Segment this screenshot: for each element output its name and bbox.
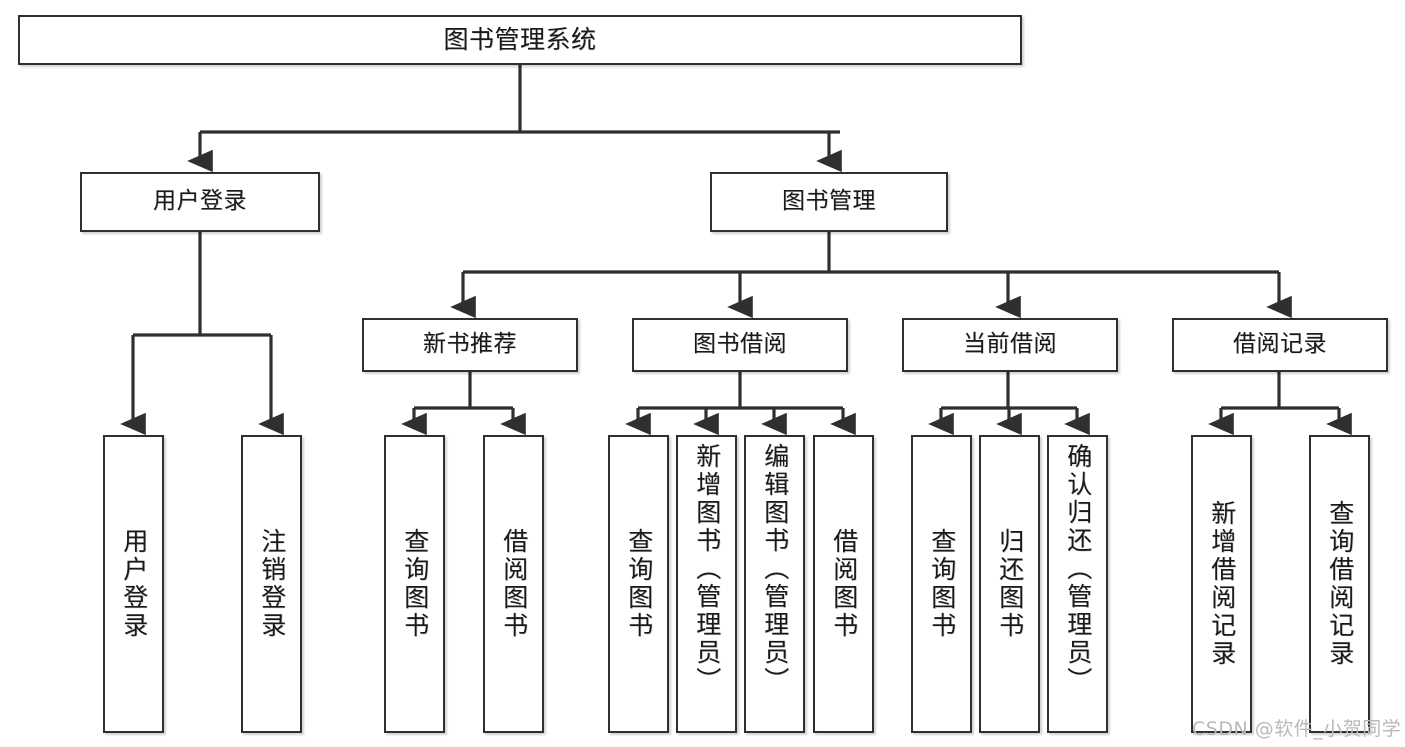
node-book-management[interactable]: 图书管理 bbox=[710, 172, 948, 232]
node-label: 注销登录 bbox=[257, 528, 287, 640]
node-label: 当前借阅 bbox=[963, 331, 1057, 358]
node-label: 图书管理系统 bbox=[443, 25, 597, 54]
node-label: 编辑图书（管理员） bbox=[760, 443, 790, 695]
node-leaf-add-book-admin[interactable]: 新增图书（管理员） bbox=[676, 435, 737, 733]
node-leaf-query-borrow-record[interactable]: 查询借阅记录 bbox=[1309, 435, 1370, 733]
node-leaf-edit-book-admin[interactable]: 编辑图书（管理员） bbox=[744, 435, 805, 733]
node-leaf-user-login[interactable]: 用户登录 bbox=[103, 435, 164, 733]
node-label: 借阅记录 bbox=[1233, 331, 1327, 358]
node-label: 用户登录 bbox=[119, 528, 149, 640]
node-label: 新增图书（管理员） bbox=[692, 443, 722, 695]
node-leaf-query-book-current[interactable]: 查询图书 bbox=[911, 435, 972, 733]
node-leaf-confirm-return-admin[interactable]: 确认归还（管理员） bbox=[1047, 435, 1108, 733]
node-leaf-logout[interactable]: 注销登录 bbox=[241, 435, 302, 733]
node-label: 查询图书 bbox=[400, 528, 430, 640]
node-label: 新书推荐 bbox=[423, 331, 517, 358]
node-label: 查询图书 bbox=[927, 528, 957, 640]
node-label: 新增借阅记录 bbox=[1207, 500, 1237, 668]
node-book-borrow[interactable]: 图书借阅 bbox=[632, 318, 848, 372]
node-new-book-recommend[interactable]: 新书推荐 bbox=[362, 318, 578, 372]
node-leaf-add-borrow-record[interactable]: 新增借阅记录 bbox=[1191, 435, 1252, 733]
node-current-borrow[interactable]: 当前借阅 bbox=[902, 318, 1118, 372]
node-leaf-query-book-borrow[interactable]: 查询图书 bbox=[608, 435, 669, 733]
node-leaf-return-book[interactable]: 归还图书 bbox=[979, 435, 1040, 733]
node-label: 归还图书 bbox=[995, 528, 1025, 640]
node-leaf-query-book-recommend[interactable]: 查询图书 bbox=[384, 435, 445, 733]
node-leaf-borrow-book-recommend[interactable]: 借阅图书 bbox=[483, 435, 544, 733]
node-label: 确认归还（管理员） bbox=[1063, 443, 1093, 695]
node-user-login[interactable]: 用户登录 bbox=[80, 172, 320, 232]
node-leaf-borrow-book[interactable]: 借阅图书 bbox=[813, 435, 874, 733]
node-label: 图书管理 bbox=[782, 188, 876, 215]
node-label: 借阅图书 bbox=[499, 528, 529, 640]
node-label: 查询借阅记录 bbox=[1325, 500, 1355, 668]
csdn-watermark: CSDN @软件_小贺同学 bbox=[1192, 714, 1401, 741]
node-label: 图书借阅 bbox=[693, 331, 787, 358]
node-label: 借阅图书 bbox=[829, 528, 859, 640]
node-label: 用户登录 bbox=[153, 188, 247, 215]
node-borrow-record[interactable]: 借阅记录 bbox=[1172, 318, 1388, 372]
watermark-text: CSDN @软件_小贺同学 bbox=[1192, 718, 1402, 740]
node-label: 查询图书 bbox=[624, 528, 654, 640]
node-root-book-management-system[interactable]: 图书管理系统 bbox=[18, 15, 1022, 65]
